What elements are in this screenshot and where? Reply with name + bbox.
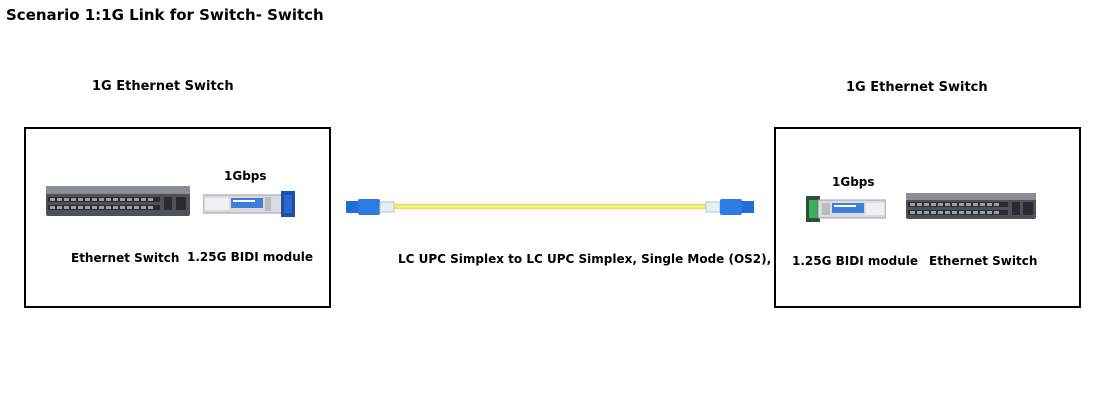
right-switch-label: Ethernet Switch — [929, 254, 1038, 268]
left-ethernet-switch-icon — [46, 186, 190, 216]
right-ethernet-switch-icon — [906, 193, 1036, 219]
fiber-patch-cable-icon — [346, 199, 754, 215]
left-switch-heading: 1G Ethernet Switch — [92, 79, 234, 94]
page-title: Scenario 1:1G Link for Switch- Switch — [6, 6, 324, 24]
left-module-label: 1.25G BIDI module — [187, 250, 313, 264]
right-speed-label: 1Gbps — [832, 175, 875, 189]
left-speed-label: 1Gbps — [224, 169, 267, 183]
cable-label: LC UPC Simplex to LC UPC Simplex, Single… — [398, 252, 772, 266]
right-switch-heading: 1G Ethernet Switch — [846, 80, 988, 95]
left-sfp-module-icon — [203, 191, 295, 217]
right-module-label: 1.25G BIDI module — [792, 254, 918, 268]
right-sfp-module-icon — [806, 196, 886, 222]
left-switch-box — [24, 127, 331, 308]
left-switch-label: Ethernet Switch — [71, 251, 180, 265]
